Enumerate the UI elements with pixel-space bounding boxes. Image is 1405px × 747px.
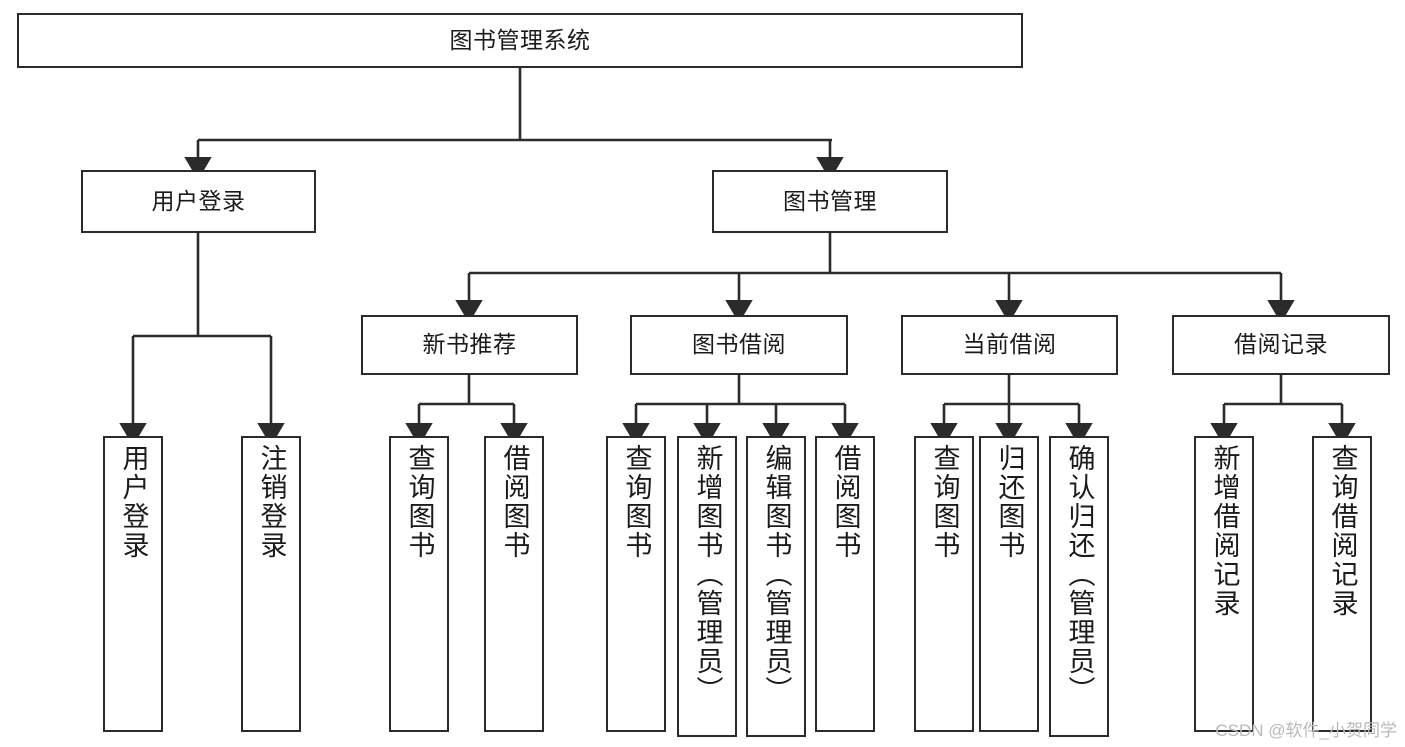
node-root[interactable]: 图书管理系统 xyxy=(17,13,1023,68)
node-leaf-confirm-return[interactable]: 确认归还（管理员） xyxy=(1049,436,1109,737)
node-user-login-label: 用户登录 xyxy=(151,187,246,214)
node-leaf-query-book-2-label: 查询图书 xyxy=(621,444,652,560)
csdn-watermark: CSDN @软件_小贺同学 xyxy=(1215,721,1397,740)
node-new-book-recommend-label: 新书推荐 xyxy=(422,331,517,358)
node-book-manage[interactable]: 图书管理 xyxy=(712,170,948,233)
node-leaf-query-record[interactable]: 查询借阅记录 xyxy=(1312,436,1372,732)
node-leaf-user-login-label: 用户登录 xyxy=(118,444,149,560)
node-leaf-return-book-label: 归还图书 xyxy=(994,444,1025,560)
node-leaf-add-record-label: 新增借阅记录 xyxy=(1209,444,1240,618)
node-current-borrow[interactable]: 当前借阅 xyxy=(901,315,1118,375)
node-leaf-add-book[interactable]: 新增图书（管理员） xyxy=(677,436,737,737)
node-leaf-query-book-3-label: 查询图书 xyxy=(929,444,960,560)
node-new-book-recommend[interactable]: 新书推荐 xyxy=(361,315,578,375)
node-borrow-record-label: 借阅记录 xyxy=(1234,331,1328,358)
node-book-borrow[interactable]: 图书借阅 xyxy=(630,315,848,375)
node-leaf-user-login[interactable]: 用户登录 xyxy=(103,436,163,732)
node-leaf-confirm-return-label: 确认归还（管理员） xyxy=(1064,444,1095,705)
node-leaf-query-book-3[interactable]: 查询图书 xyxy=(914,436,974,732)
node-book-manage-label: 图书管理 xyxy=(783,187,877,214)
node-borrow-record[interactable]: 借阅记录 xyxy=(1172,315,1390,375)
node-leaf-edit-book-label: 编辑图书（管理员） xyxy=(761,444,792,705)
node-leaf-add-book-label: 新增图书（管理员） xyxy=(692,444,723,705)
node-leaf-logout-login-label: 注销登录 xyxy=(256,444,287,560)
node-leaf-query-book-1[interactable]: 查询图书 xyxy=(389,436,449,732)
node-leaf-borrow-book-2[interactable]: 借阅图书 xyxy=(815,436,875,732)
node-leaf-query-record-label: 查询借阅记录 xyxy=(1327,444,1358,618)
node-book-borrow-label: 图书借阅 xyxy=(692,331,786,358)
node-user-login[interactable]: 用户登录 xyxy=(81,170,316,233)
node-current-borrow-label: 当前借阅 xyxy=(962,331,1057,358)
node-leaf-borrow-book-1-label: 借阅图书 xyxy=(499,444,530,560)
node-leaf-borrow-book-2-label: 借阅图书 xyxy=(830,444,861,560)
node-leaf-logout-login[interactable]: 注销登录 xyxy=(241,436,301,732)
node-leaf-query-book-1-label: 查询图书 xyxy=(404,444,435,560)
node-leaf-return-book[interactable]: 归还图书 xyxy=(979,436,1039,732)
node-leaf-query-book-2[interactable]: 查询图书 xyxy=(606,436,666,732)
node-leaf-edit-book[interactable]: 编辑图书（管理员） xyxy=(746,436,806,737)
node-root-label: 图书管理系统 xyxy=(449,26,591,53)
node-leaf-add-record[interactable]: 新增借阅记录 xyxy=(1194,436,1254,732)
node-leaf-borrow-book-1[interactable]: 借阅图书 xyxy=(484,436,544,732)
